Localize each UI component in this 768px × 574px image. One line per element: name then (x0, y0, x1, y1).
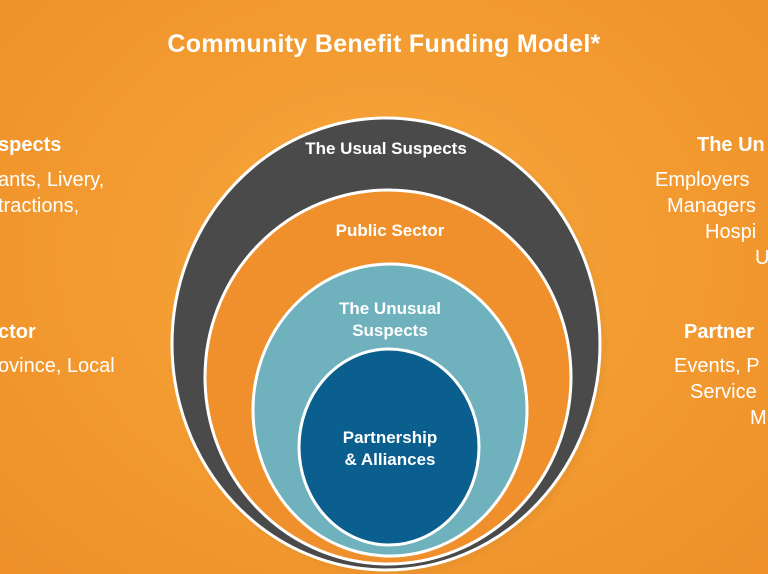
right-line: Employers (655, 169, 750, 191)
core-partnership-alliances (297, 347, 481, 547)
ring-label-unusual-suspects: The Unusual Suspects (290, 298, 490, 342)
ring-label-public-sector: Public Sector (335, 221, 445, 240)
right-line: Hospi (705, 221, 757, 243)
right-heading-partnerships: Partner (684, 321, 755, 343)
right-line: M (750, 407, 767, 429)
right-line: U (755, 247, 768, 269)
left-line: ants, Livery, (0, 169, 105, 191)
right-line: Events, P (674, 355, 760, 377)
right-text-partnerships: Events, P Service M (674, 353, 767, 431)
right-heading-unusual-suspects: The Un (697, 134, 765, 156)
right-text-unusual-suspects: Employers Managers Hospi U (655, 167, 768, 271)
ring-label-line: The Unusual (338, 299, 441, 318)
ring-label-partnership: Partnership & Alliances (290, 427, 490, 471)
ring-label-line: & Alliances (344, 450, 436, 469)
left-line: tractions, (0, 195, 80, 217)
ring-label-line: Partnership (342, 428, 438, 447)
ring-label-usual-suspects: The Usual Suspects (305, 139, 467, 158)
left-heading-usual-suspects: spects (0, 134, 62, 156)
diagram-title: Community Benefit Funding Model* (167, 30, 601, 58)
ring-label-line: Suspects (352, 321, 428, 340)
right-line: Service (690, 381, 757, 403)
left-line: ovince, Local (0, 355, 115, 377)
right-line: Managers (667, 195, 756, 217)
left-text-usual-suspects: ants, Livery, tractions, ­ (0, 167, 104, 245)
left-text-public-sector: ovince, Local (0, 353, 115, 379)
left-heading-public-sector: ctor (0, 321, 36, 343)
